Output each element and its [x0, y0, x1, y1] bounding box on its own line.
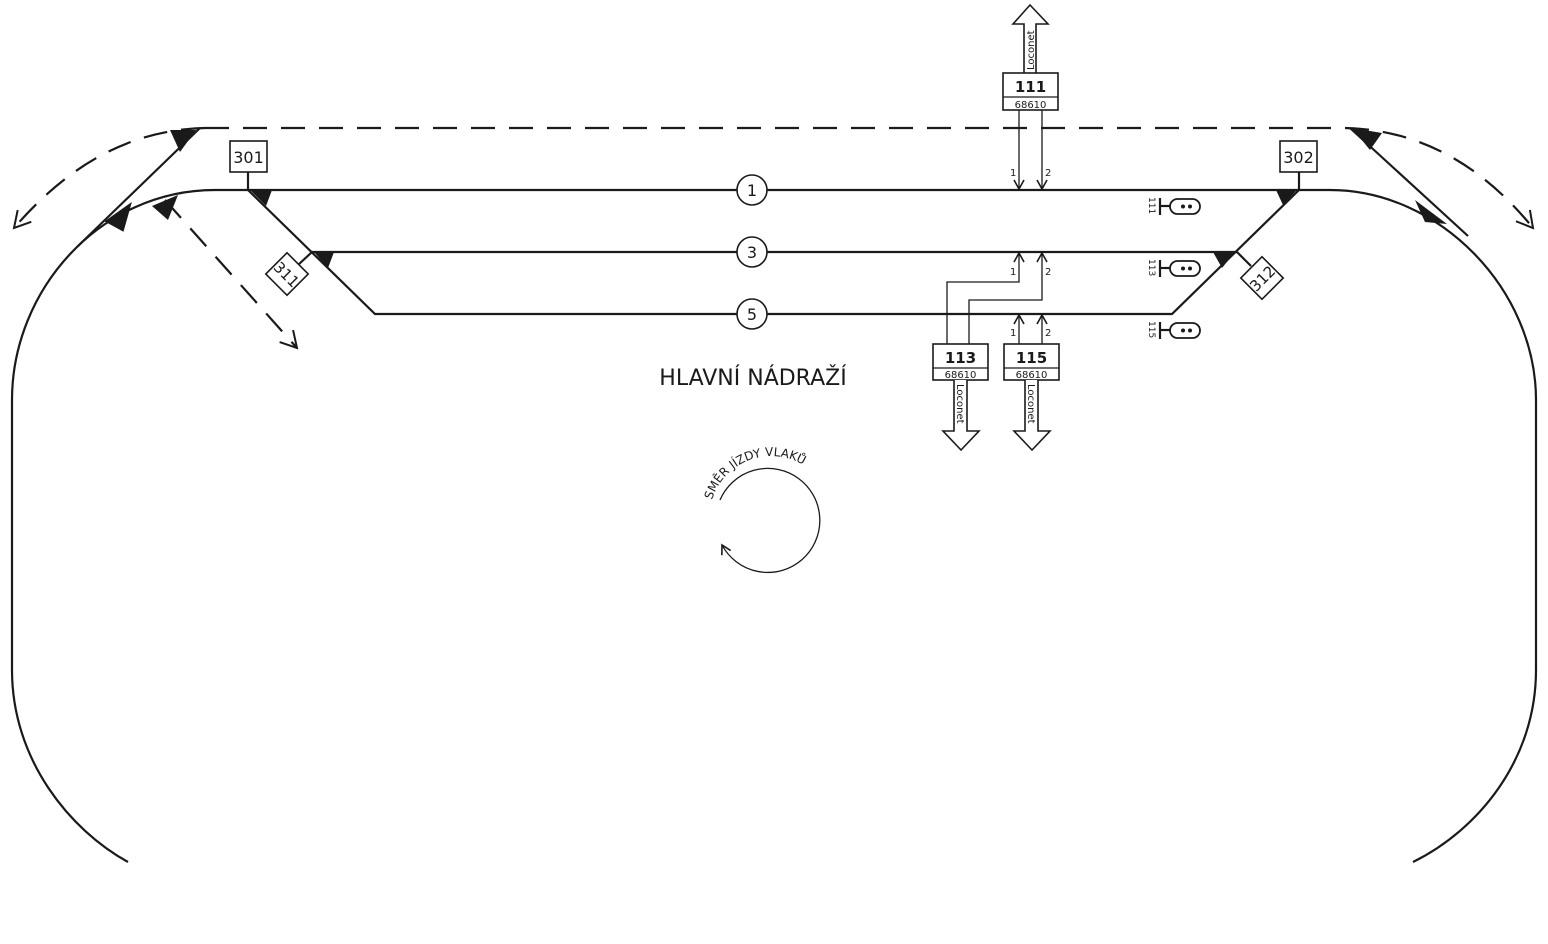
bus-label: Loconet — [1025, 384, 1036, 424]
svg-text:2: 2 — [1045, 328, 1051, 339]
loconet-arrow-down-icon — [1012, 380, 1052, 452]
svg-text:2: 2 — [1045, 267, 1051, 278]
svg-text:3: 3 — [747, 243, 757, 262]
loconet-arrow-up-icon — [1011, 3, 1050, 73]
module-115[interactable]: 1 2 115 68610 Loconet — [1003, 313, 1060, 452]
outer-loop-left — [10, 188, 248, 863]
module-111[interactable]: Loconet 111 68610 1 2 — [1002, 3, 1059, 191]
direction-label: SMĚR JÍZDY VLAKŮ — [702, 445, 809, 501]
module-id: 115 — [1016, 349, 1047, 367]
svg-text:1: 1 — [1010, 328, 1016, 339]
circular-arrow-icon — [719, 467, 821, 574]
module-id: 111 — [1015, 78, 1046, 96]
svg-text:SMĚR JÍZDY VLAKŮ: SMĚR JÍZDY VLAKŮ — [702, 445, 809, 501]
svg-text:111: 111 — [1146, 197, 1156, 214]
switch-311[interactable]: 311 — [264, 251, 313, 297]
module-type: 68610 — [945, 370, 977, 381]
signal-111[interactable]: 111 — [1146, 197, 1201, 215]
module-113[interactable]: 1 2 113 68610 Loconet — [932, 251, 1051, 452]
switch-markers — [104, 128, 1447, 268]
track-label-1: 1 — [736, 174, 768, 206]
svg-text:5: 5 — [747, 305, 757, 324]
svg-text:2: 2 — [1045, 168, 1051, 179]
bus-label: Loconet — [954, 384, 965, 424]
track-label-5: 5 — [736, 298, 768, 330]
module-type: 68610 — [1016, 370, 1048, 381]
track-label-3: 3 — [736, 236, 768, 268]
outer-loop-right — [1299, 188, 1538, 863]
switch-301[interactable]: 301 — [229, 140, 268, 190]
direction-indicator: SMĚR JÍZDY VLAKŮ — [702, 445, 821, 574]
svg-text:1: 1 — [1010, 267, 1016, 278]
switch-302[interactable]: 302 — [1279, 140, 1318, 190]
station-name: HLAVNÍ NÁDRAŽÍ — [659, 365, 846, 391]
svg-text:1: 1 — [747, 181, 757, 200]
svg-text:113: 113 — [1146, 259, 1156, 276]
bus-label: Loconet — [1026, 30, 1037, 70]
module-id: 113 — [945, 349, 976, 367]
switch-label: 302 — [1283, 148, 1314, 167]
svg-text:115: 115 — [1146, 321, 1156, 338]
switch-label: 301 — [233, 148, 264, 167]
signal-115[interactable]: 115 — [1146, 321, 1201, 339]
module-type: 68610 — [1015, 100, 1047, 111]
dashed-track-left — [12, 126, 206, 230]
dashed-track-right — [1344, 126, 1535, 230]
dashed-branch-left — [164, 199, 299, 350]
svg-text:1: 1 — [1010, 168, 1016, 179]
switch-312[interactable]: 312 — [1236, 251, 1285, 301]
loconet-arrow-down-icon — [941, 380, 981, 452]
signal-113[interactable]: 113 — [1146, 259, 1201, 277]
